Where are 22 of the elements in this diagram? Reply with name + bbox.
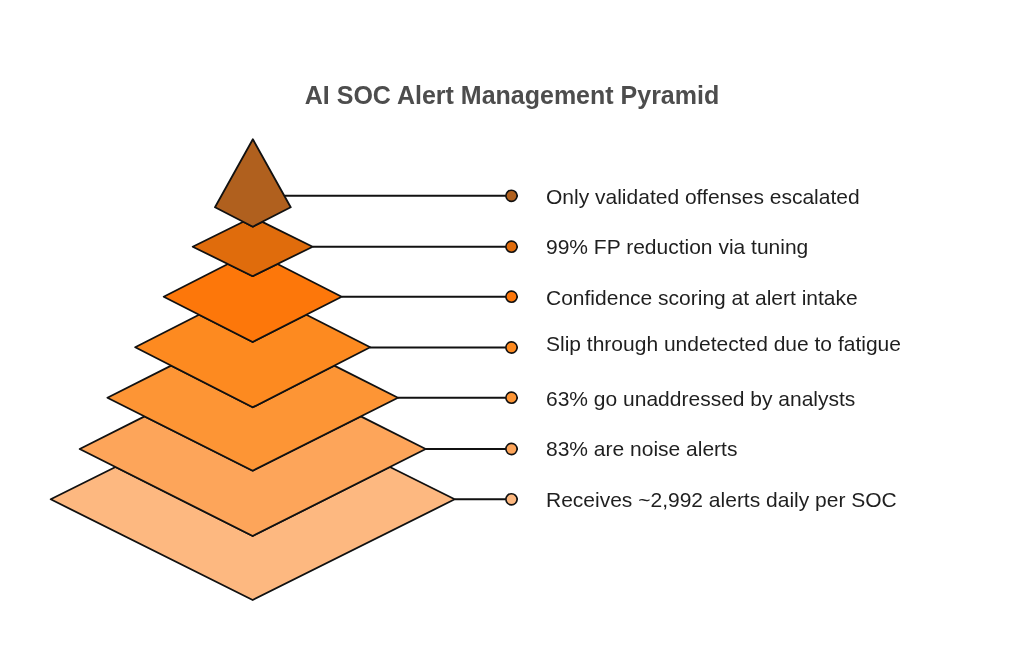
pyramid-layer	[106, 364, 399, 472]
leader-line	[340, 290, 519, 304]
diagram-title: AI SOC Alert Management Pyramid	[303, 80, 721, 111]
leader-line	[311, 240, 519, 254]
leader-line	[453, 492, 519, 506]
layer-label: Receives ~2,992 alerts daily per SOC	[546, 487, 897, 513]
pyramid-layer	[191, 220, 314, 278]
layer-label: Slip through undetected due to fatigue	[546, 331, 901, 357]
layer-label: Only validated offenses escalated	[546, 183, 860, 210]
leader-line	[397, 391, 519, 405]
layer-label: 83% are noise alerts	[546, 436, 738, 463]
layer-label: 63% go unaddressed by analysts	[546, 385, 856, 412]
pyramid-layer	[78, 415, 427, 537]
layer-label: 99% FP reduction via tuning	[546, 234, 809, 260]
leader-line	[368, 341, 519, 354]
pyramid-tip	[214, 138, 292, 228]
pyramid-layer	[134, 313, 372, 409]
pyramid-layer	[49, 466, 456, 601]
leader-line	[424, 442, 519, 456]
leader-line	[283, 189, 519, 203]
layer-label: Confidence scoring at alert intake	[546, 284, 858, 311]
pyramid-layer	[162, 263, 343, 343]
